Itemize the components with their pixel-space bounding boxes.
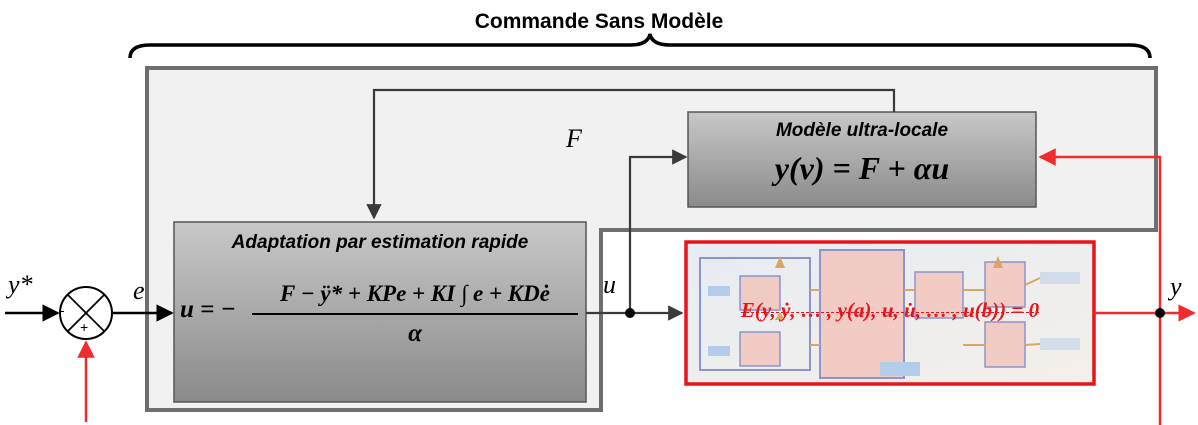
top-brace <box>128 33 1152 59</box>
plant-equation-wrap: E(y, ẏ, … , y(a), u, u̇, … , u(b)) = 0 <box>686 298 1094 323</box>
plant-equation: E(y, ẏ, … , y(a), u, u̇, … , u(b)) = 0 <box>740 298 1040 322</box>
f-estimate-arrow <box>366 88 896 220</box>
control-junction <box>625 308 635 318</box>
control-law-lhs: u = − <box>180 296 236 323</box>
output-label: y <box>1170 272 1182 301</box>
summer-plus-sign: + <box>80 319 89 335</box>
adaptation-block <box>173 221 587 403</box>
plant-equation-strike: E(y, ẏ, … , y(a), u, u̇, … , u(b)) = 0 <box>740 298 1040 323</box>
control-to-model-arrow <box>628 149 688 313</box>
control-label: u <box>603 270 616 299</box>
reference-label: y* <box>8 270 33 299</box>
output-junction <box>1155 308 1165 318</box>
strike-line <box>740 311 1040 313</box>
control-law-numerator: F − ÿ* + KPe + KI ∫ e + KDė <box>280 281 550 306</box>
ultra-local-model-block <box>687 111 1037 208</box>
output-to-model-arrow <box>1038 148 1162 313</box>
control-law-fraction-bar <box>252 313 578 315</box>
ultra-local-model-equation: y(ν) = F + αu <box>774 150 950 186</box>
plant-simulink-thumbnail <box>699 249 1080 379</box>
control-law-denominator: α <box>408 320 422 347</box>
adaptation-block-title: Adaptation par estimation rapide <box>231 232 529 253</box>
f-label: F <box>566 124 582 153</box>
summer-minus-sign: - <box>60 302 65 318</box>
error-label: e <box>133 276 145 305</box>
ultra-local-model-title: Modèle ultra-locale <box>775 120 949 141</box>
diagram-title: Commande Sans Modèle <box>474 10 724 33</box>
